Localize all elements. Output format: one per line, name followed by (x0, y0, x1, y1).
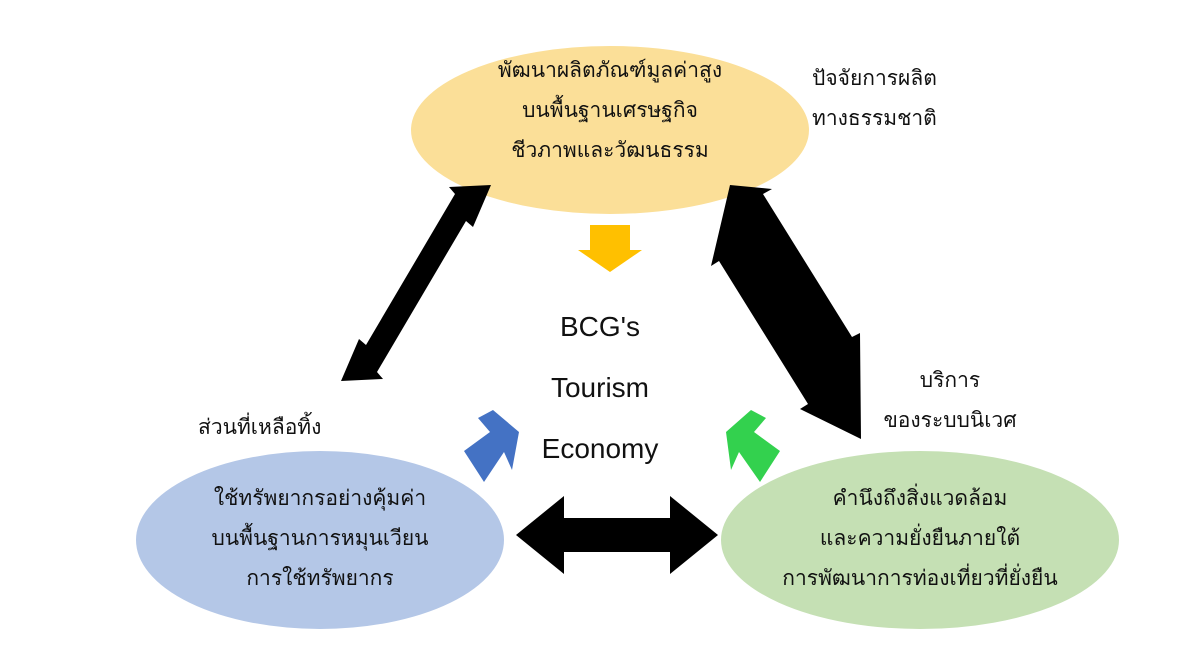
side-label-line: ทางธรรมชาติ (812, 106, 937, 130)
left-node-line: ใช้ทรัพยากรอย่างคุ้มค่า (213, 486, 427, 510)
side-label-line: ส่วนที่เหลือทิ้ง (198, 415, 322, 439)
center-title-line: BCG's (559, 311, 641, 342)
top-side-label: ปัจจัยการผลิต ทางธรรมชาติ (812, 58, 937, 138)
left-ellipse (134, 449, 506, 631)
center-title: BCG's Tourism Economy (500, 296, 700, 479)
green-arrow (726, 410, 780, 482)
center-title-line: Tourism (550, 372, 649, 403)
left-side-label: ส่วนที่เหลือทิ้ง (198, 407, 321, 447)
left-node-text: ใช้ทรัพยากรอย่างคุ้มค่า บนพื้นฐานการหมุน… (170, 478, 470, 598)
left-node-line: บนพื้นฐานการหมุนเวียน (211, 526, 429, 550)
right-side-label: บริการ ของระบบนิเวศ (870, 360, 1030, 440)
blue-arrow (464, 410, 519, 482)
top-node-line: บนพื้นฐานเศรษฐกิจ (522, 98, 698, 122)
double-arrow-right-top (711, 185, 861, 439)
top-node-line: พัฒนาผลิตภัณฑ์มูลค่าสูง (497, 58, 723, 82)
right-node-line: และความยั่งยืนภายใต้ (819, 526, 1021, 550)
left-node-line: การใช้ทรัพยากร (246, 566, 394, 590)
double-arrow-left-top (341, 185, 491, 381)
right-node-text: คำนึงถึงสิ่งแวดล้อม และความยั่งยืนภายใต้… (760, 478, 1080, 598)
center-title-line: Economy (541, 433, 659, 464)
right-node-line: การพัฒนาการท่องเที่ยวที่ยั่งยืน (782, 566, 1058, 590)
top-ellipse (409, 44, 811, 216)
down-arrow (578, 225, 642, 272)
right-ellipse (719, 449, 1121, 631)
side-label-line: บริการ (919, 368, 981, 392)
top-node-text: พัฒนาผลิตภัณฑ์มูลค่าสูง บนพื้นฐานเศรษฐกิ… (460, 50, 760, 170)
double-arrow-bottom (516, 496, 718, 574)
side-label-line: ปัจจัยการผลิต (812, 66, 937, 90)
top-node-line: ชีวภาพและวัฒนธรรม (511, 138, 709, 162)
side-label-line: ของระบบนิเวศ (883, 408, 1017, 432)
right-node-line: คำนึงถึงสิ่งแวดล้อม (832, 486, 1008, 510)
